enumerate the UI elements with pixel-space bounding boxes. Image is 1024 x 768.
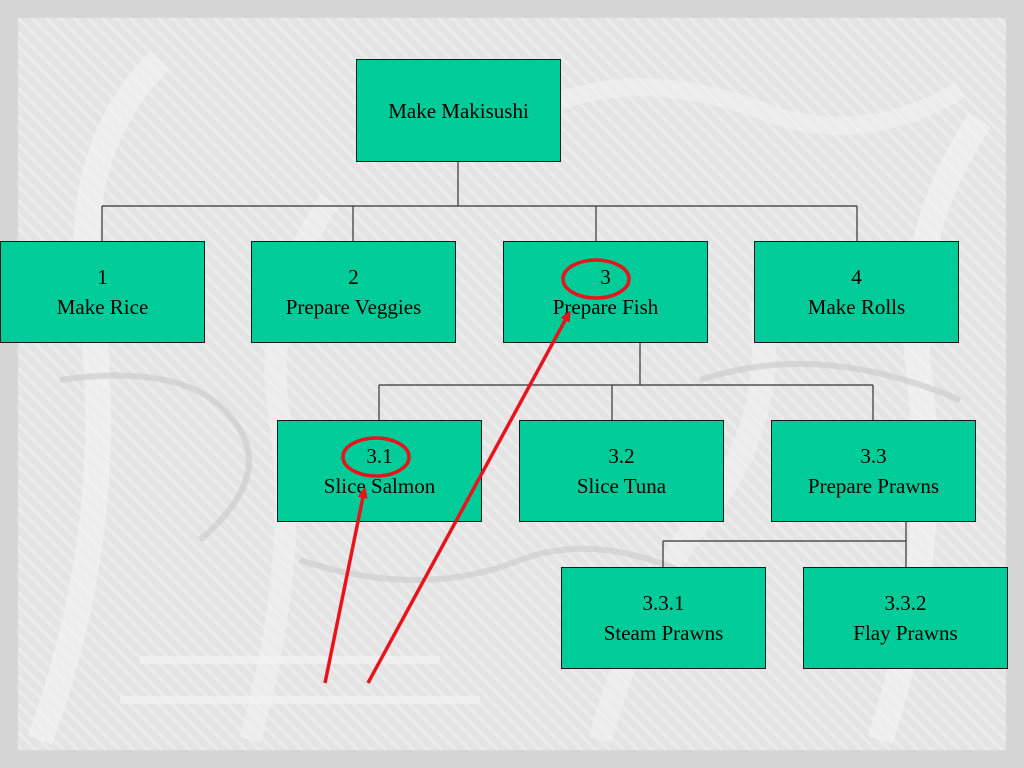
node-2: 2 Prepare Veggies [251,241,456,343]
node-4-label: Make Rolls [807,295,906,319]
node-3-3-1-label: Steam Prawns [603,621,724,645]
node-root-label: Make Makisushi [388,98,529,123]
node-3-2: 3.2 Slice Tuna [519,420,724,522]
node-3-3-id: 3.3 [860,444,887,468]
node-1-id: 1 [97,265,108,289]
node-3-1: 3.1 Slice Salmon [277,420,482,522]
node-2-id: 2 [348,265,359,289]
node-1: 1 Make Rice [0,241,205,343]
node-3-3: 3.3 Prepare Prawns [771,420,976,522]
node-3-3-1: 3.3.1 Steam Prawns [561,567,766,669]
node-3-2-label: Slice Tuna [576,474,667,498]
node-3-3-2-id: 3.3.2 [884,591,927,615]
node-3-3-1-id: 3.3.1 [642,591,685,615]
node-3-label: Prepare Fish [552,295,659,319]
node-3-id: 3 [600,265,611,289]
node-1-label: Make Rice [56,295,149,319]
node-3-3-2-label: Flay Prawns [853,621,958,645]
node-3: 3 Prepare Fish [503,241,708,343]
node-2-label: Prepare Veggies [285,295,422,319]
node-3-2-id: 3.2 [608,444,635,468]
node-3-1-label: Slice Salmon [323,474,436,498]
node-3-1-id: 3.1 [366,444,393,468]
node-3-3-2: 3.3.2 Flay Prawns [803,567,1008,669]
node-4-id: 4 [851,265,862,289]
node-3-3-label: Prepare Prawns [807,474,940,498]
node-root: Make Makisushi [356,59,561,162]
node-4: 4 Make Rolls [754,241,959,343]
